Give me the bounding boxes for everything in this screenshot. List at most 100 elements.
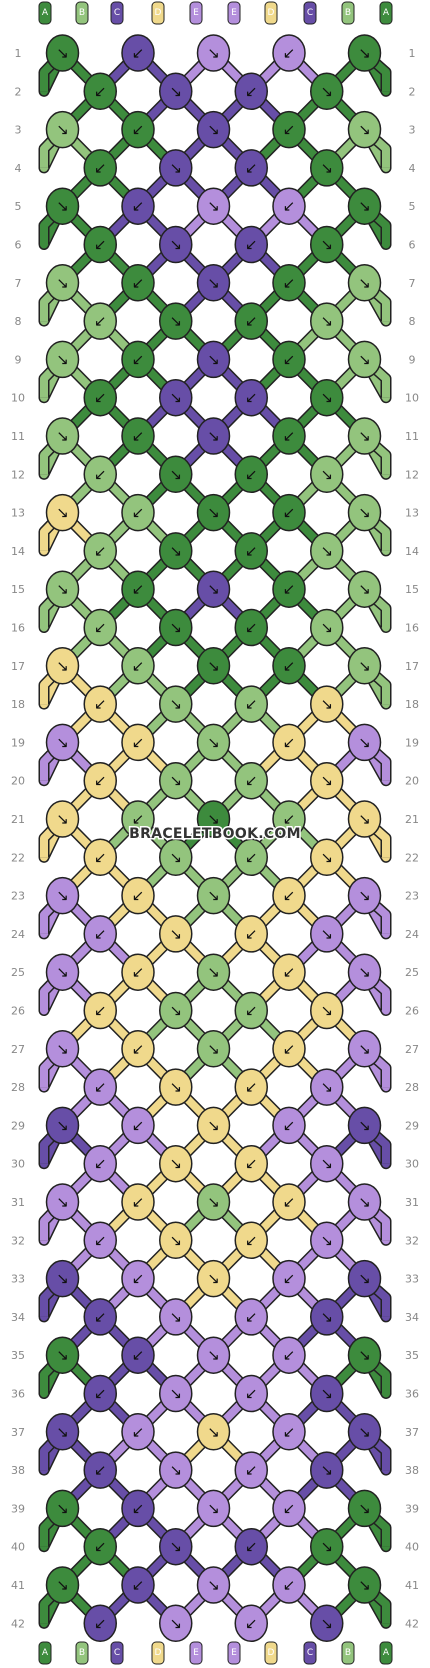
knot-arrow-icon: ↘: [169, 1231, 182, 1249]
knot: ↘: [310, 455, 344, 494]
knot: ↘: [159, 608, 193, 647]
knot: ↙: [272, 264, 306, 302]
knot: ↙: [83, 608, 117, 647]
knot-arrow-icon: ↙: [94, 1461, 107, 1479]
knot: ↘: [45, 1336, 80, 1374]
knot: ↙: [121, 110, 155, 149]
knot: ↘: [159, 1374, 193, 1413]
row-number-right: 11: [405, 430, 419, 443]
row-number-right: 17: [405, 660, 419, 673]
strand-label-bottom: E: [227, 1641, 241, 1665]
knot: ↙: [121, 1336, 155, 1374]
knot: ↘: [45, 953, 80, 991]
knot-arrow-icon: ↘: [320, 389, 333, 407]
knot: ↘: [45, 187, 80, 225]
row-number-right: 37: [405, 1426, 419, 1439]
knot-arrow-icon: ↘: [207, 427, 220, 445]
svg-text:E: E: [231, 8, 237, 18]
svg-text:E: E: [231, 1648, 237, 1658]
row-number-right: 35: [405, 1349, 419, 1362]
knot: ↙: [121, 417, 155, 455]
knot-arrow-icon: ↘: [169, 82, 182, 100]
strand-label-top: B: [341, 1, 355, 25]
knot-arrow-icon: ↙: [94, 619, 107, 637]
knot-arrow-icon: ↙: [245, 772, 258, 790]
row-number-left: 38: [11, 1464, 25, 1477]
knot-arrow-icon: ↘: [56, 1116, 69, 1134]
knot-arrow-icon: ↘: [56, 1193, 69, 1211]
row-number-left: 16: [11, 622, 25, 635]
knot-arrow-icon: ↙: [94, 236, 107, 254]
knot: ↙: [272, 876, 306, 915]
knot: ↙: [234, 225, 268, 264]
knot: ↘: [310, 685, 344, 723]
knot: ↙: [234, 1374, 268, 1413]
knot-arrow-icon: ↘: [358, 121, 371, 139]
knot: ↙: [272, 34, 306, 72]
knot-arrow-icon: ↘: [56, 1346, 69, 1364]
knot-arrow-icon: ↘: [56, 1576, 69, 1594]
knot: ↘: [196, 264, 231, 302]
row-number-right: 13: [405, 507, 419, 520]
row-number-left: 33: [11, 1273, 25, 1286]
knot-arrow-icon: ↙: [132, 887, 145, 905]
row-number-right: 38: [405, 1464, 419, 1477]
knot-arrow-icon: ↘: [169, 236, 182, 254]
row-number-left: 11: [11, 430, 25, 443]
row-number-right: 1: [409, 47, 416, 60]
row-number-left: 26: [11, 1005, 25, 1018]
knot-arrow-icon: ↙: [132, 810, 145, 828]
knot: ↙: [272, 723, 306, 762]
knot: ↘: [310, 991, 344, 1030]
knot-arrow-icon: ↙: [245, 619, 258, 637]
svg-text:C: C: [114, 1648, 120, 1658]
knot-arrow-icon: ↘: [320, 1538, 333, 1556]
knot: ↘: [310, 1604, 344, 1643]
row-number-left: 5: [15, 200, 22, 213]
strand-label-bottom: D: [151, 1641, 165, 1665]
knot-arrow-icon: ↘: [56, 44, 69, 62]
knot: ↙: [234, 685, 268, 723]
row-number-right: 19: [405, 736, 419, 749]
knot-arrow-icon: ↘: [56, 1423, 69, 1441]
knot-arrow-icon: ↙: [132, 1193, 145, 1211]
knot: ↙: [272, 110, 306, 149]
knot: ↘: [45, 493, 80, 532]
knot: ↘: [159, 455, 193, 494]
row-number-left: 15: [11, 583, 25, 596]
knot-arrow-icon: ↘: [169, 465, 182, 483]
knot-arrow-icon: ↘: [358, 810, 371, 828]
knot-arrow-icon: ↘: [207, 657, 220, 675]
knot-arrow-icon: ↙: [245, 312, 258, 330]
knot-arrow-icon: ↙: [283, 121, 296, 139]
knot-arrow-icon: ↙: [245, 159, 258, 177]
knot: ↙: [234, 838, 268, 877]
knot: ↙: [272, 187, 306, 225]
row-number-right: 22: [405, 851, 419, 864]
svg-text:A: A: [383, 1648, 390, 1658]
knot: ↘: [347, 110, 382, 149]
svg-text:E: E: [193, 8, 199, 18]
knot: ↘: [159, 685, 193, 723]
knot-arrow-icon: ↘: [56, 810, 69, 828]
knot: ↘: [310, 302, 344, 340]
row-number-left: 30: [11, 1158, 25, 1171]
knot-arrow-icon: ↘: [320, 695, 333, 713]
knot-arrow-icon: ↘: [320, 1614, 333, 1632]
row-number-right: 34: [405, 1311, 419, 1324]
knot: ↘: [45, 34, 80, 72]
knot-arrow-icon: ↙: [283, 44, 296, 62]
knot-arrow-icon: ↙: [132, 733, 145, 751]
knot-arrow-icon: ↙: [94, 1155, 107, 1173]
knot: ↘: [310, 378, 344, 417]
knot: ↘: [45, 340, 80, 379]
knot-arrow-icon: ↙: [94, 1002, 107, 1020]
knot-arrow-icon: ↙: [132, 1040, 145, 1058]
knot-arrow-icon: ↙: [132, 1423, 145, 1441]
knot: ↙: [234, 1068, 268, 1106]
knot-arrow-icon: ↘: [207, 350, 220, 368]
knot-arrow-icon: ↘: [358, 197, 371, 215]
knot-arrow-icon: ↙: [283, 887, 296, 905]
knot-arrow-icon: ↙: [132, 963, 145, 981]
knot-arrow-icon: ↘: [358, 1040, 371, 1058]
